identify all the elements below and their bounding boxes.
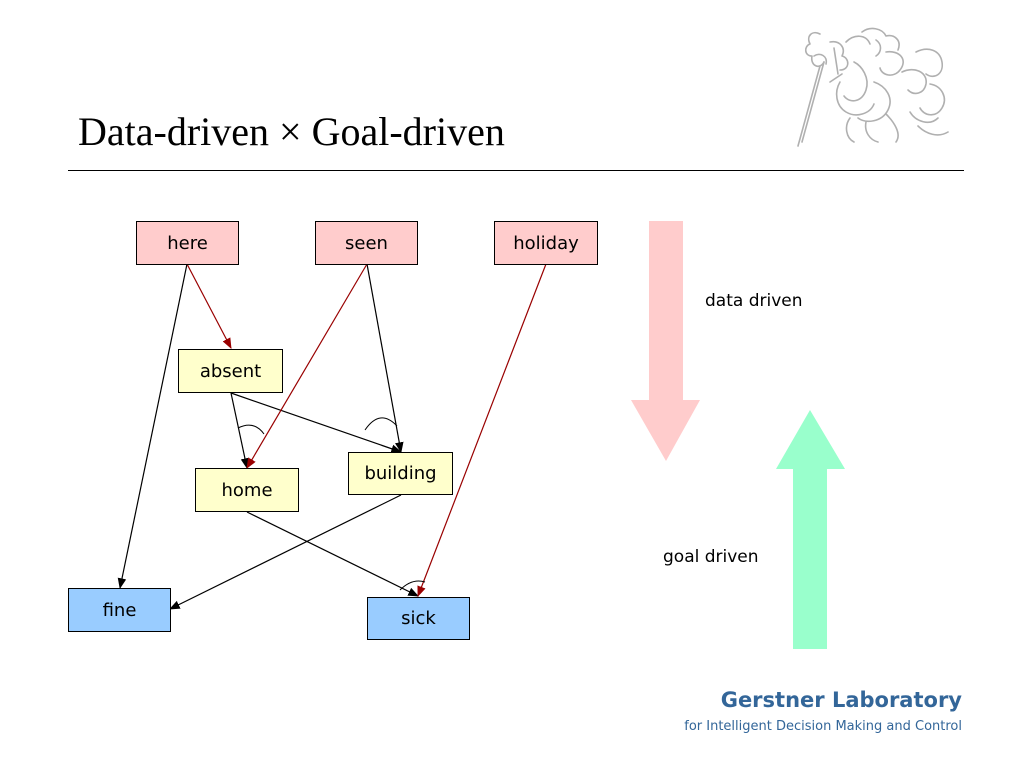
title-divider — [68, 170, 964, 171]
university-lion-logo — [797, 27, 949, 147]
goal-driven-label: goal driven — [663, 547, 759, 567]
and-arc-home — [237, 424, 265, 435]
node-absent: absent — [178, 349, 283, 393]
edge-holiday-sick — [417, 263, 547, 598]
node-sick: sick — [367, 597, 470, 640]
edge-absent-building — [230, 392, 403, 453]
edge-seen-building — [366, 263, 404, 454]
edge-here-fine — [117, 263, 188, 590]
edge-home-sick — [246, 511, 419, 597]
and-arc-building — [364, 417, 398, 431]
node-home: home — [195, 468, 299, 512]
edge-building-fine — [169, 494, 402, 610]
edge-here-absent — [186, 263, 232, 349]
data-driven-arrow — [631, 221, 700, 461]
footer-lab-name: Gerstner Laboratory — [720, 688, 962, 712]
slide-title: Data-driven × Goal-driven — [78, 109, 505, 154]
edge-absent-home — [230, 392, 250, 470]
footer-lab-subtitle: for Intelligent Decision Making and Cont… — [684, 719, 962, 734]
goal-driven-arrow — [776, 410, 845, 649]
data-driven-label: data driven — [705, 291, 803, 311]
node-here: here — [136, 221, 239, 265]
node-building: building — [348, 452, 453, 495]
node-holiday: holiday — [494, 221, 598, 265]
edge-seen-home — [246, 263, 368, 469]
node-fine: fine — [68, 588, 171, 632]
node-seen: seen — [315, 221, 418, 265]
and-arc-sick — [399, 580, 426, 591]
